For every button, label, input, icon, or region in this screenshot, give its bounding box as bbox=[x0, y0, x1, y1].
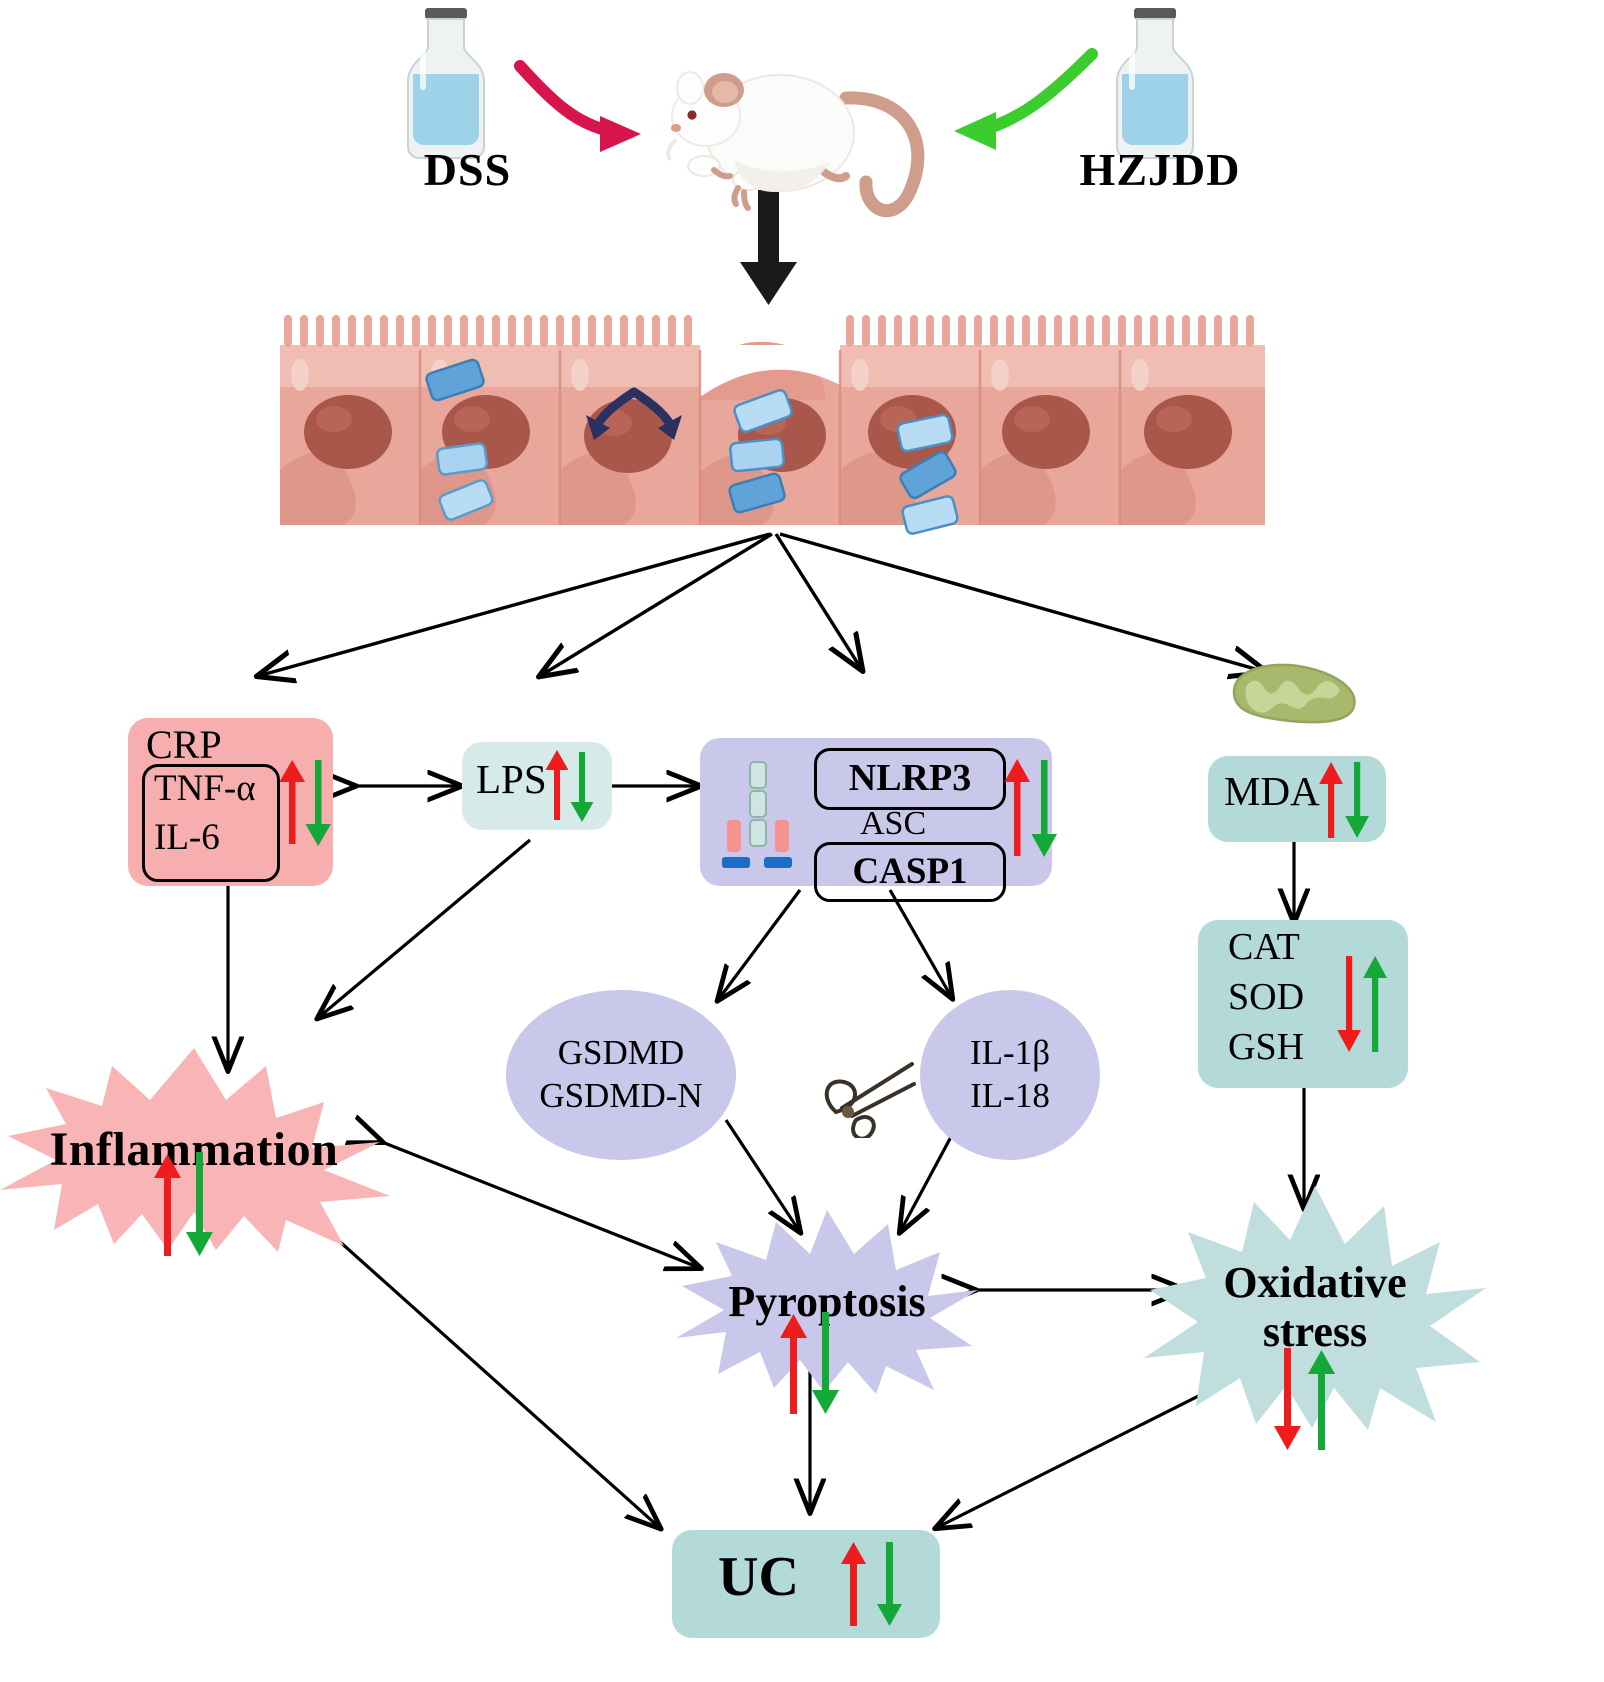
burst-shape bbox=[1144, 1186, 1486, 1430]
nlrp3-frame: NLRP3 bbox=[814, 748, 1006, 810]
scissors-icon bbox=[824, 1062, 916, 1138]
up-red-arrow bbox=[841, 1542, 866, 1626]
up-green-arrow bbox=[1363, 956, 1387, 1052]
uc-label: UC bbox=[718, 1546, 799, 1608]
mitochondrion-icon bbox=[1232, 663, 1356, 724]
il-18-label: IL-18 bbox=[970, 1076, 1050, 1115]
up-red-arrow bbox=[1319, 762, 1343, 838]
crp-trend-arrows bbox=[279, 760, 331, 846]
inflammation-to-uc-arrow bbox=[280, 1188, 660, 1528]
sod-label: SOD bbox=[1228, 976, 1305, 1018]
lps-trend-arrows bbox=[545, 750, 594, 822]
nlrp3-label: NLRP3 bbox=[848, 757, 972, 800]
thick-down-arrow-icon bbox=[740, 190, 797, 305]
cat-label: CAT bbox=[1228, 926, 1300, 968]
gsdmd-to-pyroptosis-arrow bbox=[724, 1119, 800, 1232]
inflammasome-icon bbox=[722, 761, 792, 868]
microvilli-brush bbox=[284, 315, 1254, 347]
up-green-arrow bbox=[1308, 1350, 1335, 1450]
crp-cytokine-box[interactable]: CRP TNF-α IL-6 bbox=[128, 718, 333, 886]
down-red-arrow bbox=[1274, 1348, 1301, 1450]
down-green-arrow bbox=[812, 1312, 839, 1414]
mda-box[interactable]: MDA bbox=[1208, 756, 1386, 842]
dss-arrow bbox=[514, 60, 641, 152]
dss-label: DSS bbox=[423, 144, 512, 195]
hzjdd-arrow bbox=[954, 48, 1098, 150]
up-red-arrow bbox=[279, 760, 305, 844]
il6-label: IL-6 bbox=[154, 817, 220, 858]
up-red-arrow bbox=[154, 1154, 181, 1256]
double-curved-arrow-icon bbox=[586, 387, 682, 440]
down-green-arrow bbox=[570, 752, 594, 822]
up-red-arrow bbox=[780, 1314, 807, 1414]
inflammasome-to-gsdmd-arrow bbox=[718, 889, 802, 1000]
down-green-arrow bbox=[186, 1152, 213, 1256]
oxidative-trend-arrows bbox=[1274, 1348, 1335, 1450]
down-red-arrow bbox=[1337, 956, 1361, 1052]
epithelium-fanout-arrows bbox=[258, 532, 1266, 676]
lps-label: LPS bbox=[476, 756, 547, 802]
mda-trend-arrows bbox=[1319, 762, 1369, 838]
crp-label: CRP bbox=[146, 722, 222, 767]
nlrp3-inflammasome-box[interactable]: NLRP3 ASC CASP1 bbox=[700, 738, 1057, 902]
lps-to-inflammation-arrow bbox=[318, 838, 532, 1018]
burst-shape bbox=[676, 1210, 978, 1394]
gsdmd-n-label: GSDMD-N bbox=[539, 1076, 703, 1115]
blue-particle-icon bbox=[425, 358, 959, 535]
bottle-icon bbox=[1116, 8, 1194, 159]
tnf-alpha-label: TNF-α bbox=[154, 768, 256, 809]
mouse-icon bbox=[666, 71, 925, 218]
antioxidant-trend-arrows bbox=[1337, 956, 1387, 1052]
uc-box[interactable]: UC bbox=[672, 1530, 940, 1638]
down-green-arrow bbox=[1031, 760, 1057, 857]
casp1-frame: CASP1 bbox=[814, 842, 1006, 902]
inflammasome-trend-arrows bbox=[1004, 759, 1057, 857]
interleukin-ellipse[interactable]: IL-1β IL-18 bbox=[920, 990, 1100, 1160]
pyroptosis-inflammation-link bbox=[382, 1142, 700, 1268]
burst-shape bbox=[0, 1048, 390, 1252]
hzjdd-label: HZJDD bbox=[1079, 144, 1241, 195]
gsdmd-label: GSDMD bbox=[557, 1033, 685, 1073]
up-red-arrow bbox=[1004, 759, 1030, 856]
down-green-arrow bbox=[1345, 762, 1369, 838]
gsh-label: GSH bbox=[1228, 1026, 1305, 1068]
down-green-arrow bbox=[305, 760, 331, 846]
up-red-arrow bbox=[545, 750, 569, 820]
casp1-label: CASP1 bbox=[852, 850, 968, 892]
gsdmd-ellipse[interactable]: GSDMD GSDMD-N bbox=[506, 990, 736, 1160]
il-1beta-label: IL-1β bbox=[970, 1033, 1050, 1073]
antioxidant-enzyme-box[interactable]: CAT SOD GSH bbox=[1198, 920, 1408, 1088]
lps-box[interactable]: LPS bbox=[462, 742, 612, 830]
bottle-icon bbox=[407, 8, 485, 159]
uc-trend-arrows bbox=[841, 1542, 902, 1626]
down-green-arrow bbox=[877, 1542, 902, 1626]
inflammasome-to-interleukin-arrow bbox=[888, 889, 952, 998]
asc-label: ASC bbox=[860, 805, 927, 842]
mda-label: MDA bbox=[1224, 768, 1320, 814]
pyroptosis-trend-arrows bbox=[780, 1312, 839, 1414]
cytokine-inner-frame: TNF-α IL-6 bbox=[142, 764, 280, 882]
inflammation-trend-arrows bbox=[154, 1152, 213, 1256]
